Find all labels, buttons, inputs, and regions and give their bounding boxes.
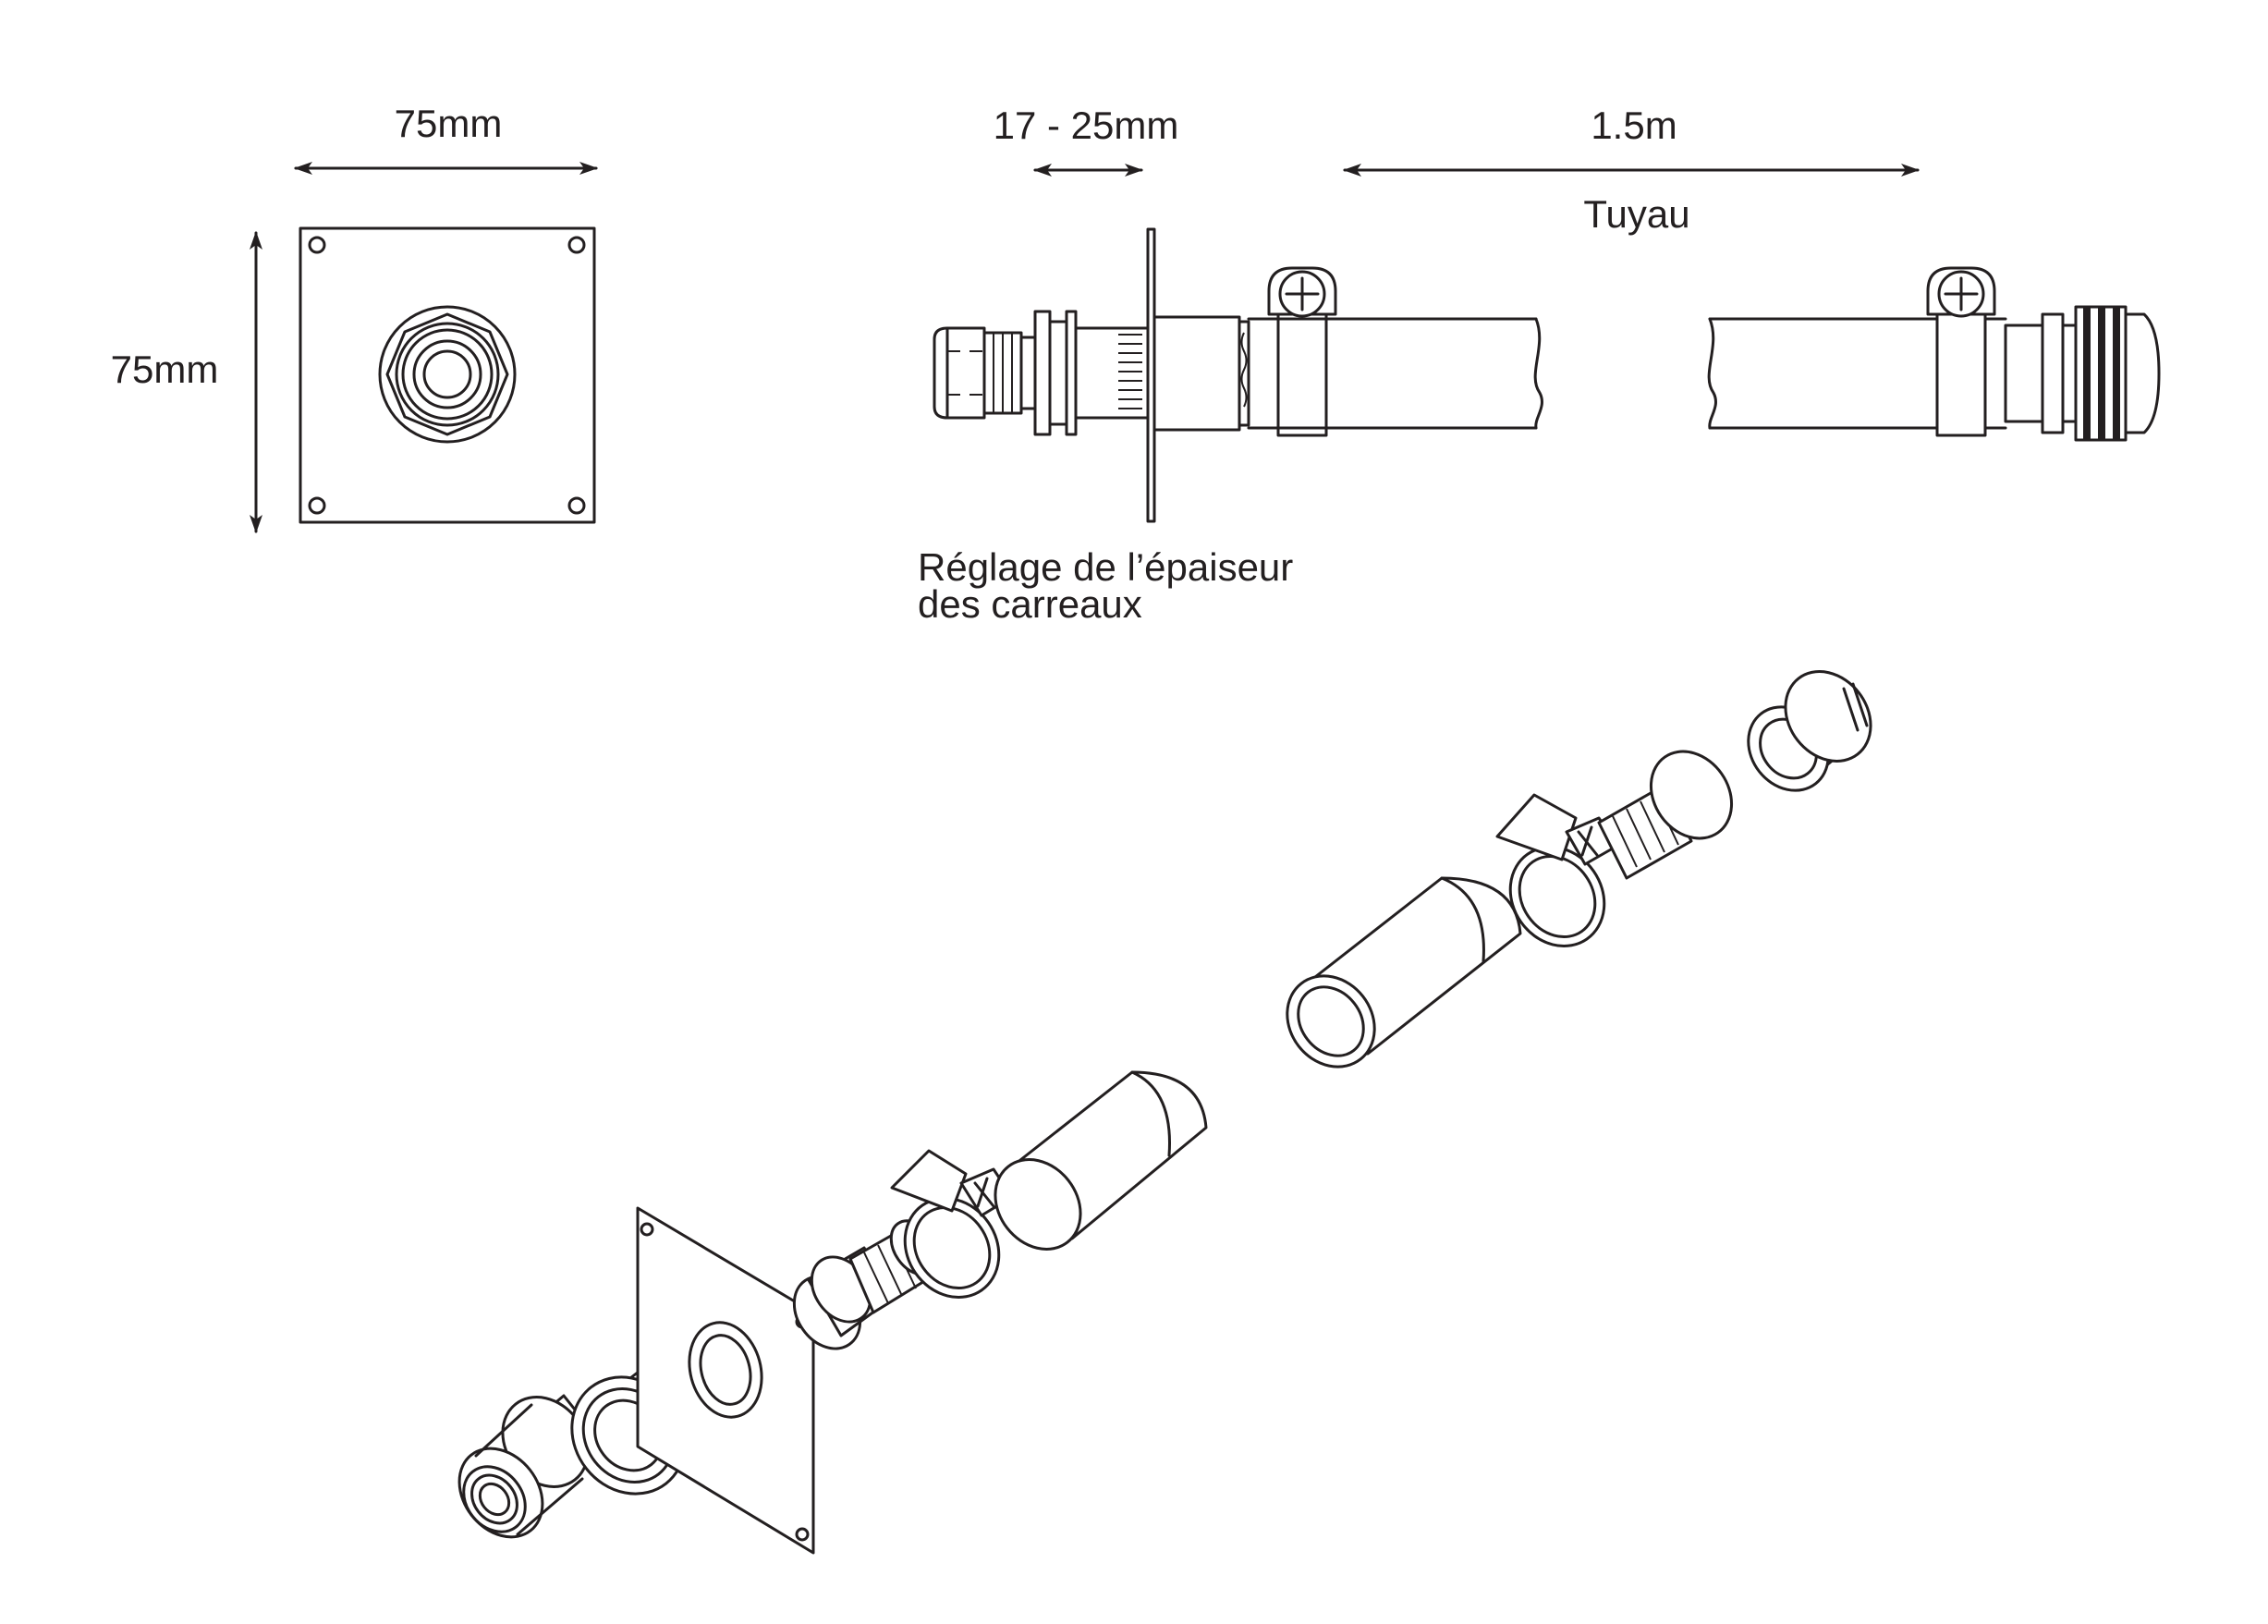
end-fitting-right — [2004, 305, 2161, 442]
exploded-clamp-left — [890, 1149, 1014, 1300]
screw-hole — [308, 496, 326, 515]
hose-clamp-right — [1926, 266, 1996, 437]
hose-clamp-left — [1267, 266, 1337, 437]
cable-gland-side — [933, 310, 1078, 436]
adjust-label-line1: Réglage de l’épaiseur — [918, 545, 1293, 589]
outlet-fitting-front — [378, 305, 517, 444]
width-label: 75mm — [395, 102, 503, 145]
side-view: 17 - 25mm 1.5m Tuyau — [918, 104, 2161, 626]
height-label: 75mm — [111, 348, 219, 391]
exploded-clamp-right — [1495, 793, 1619, 948]
screw-hole — [308, 236, 326, 254]
tile-range-label: 17 - 25mm — [994, 104, 1179, 147]
exploded-cable-gland — [457, 1394, 603, 1539]
mounting-plate-front — [299, 226, 596, 524]
exploded-view — [457, 670, 1872, 1555]
exploded-hose-left — [994, 1070, 1208, 1251]
exploded-hose-right — [1286, 876, 1522, 1068]
exploded-hose-barb-right — [1597, 750, 1734, 880]
exploded-cable-gland-right — [1747, 670, 1872, 792]
front-view: 75mm 75mm — [111, 102, 598, 533]
hose-barb-side — [1152, 315, 1250, 432]
screw-hole — [567, 236, 586, 254]
hose-label: Tuyau — [1583, 192, 1689, 236]
threaded-body-side — [1074, 326, 1150, 420]
exploded-mounting-plate — [636, 1206, 815, 1555]
adjust-label-line2: des carreaux — [918, 582, 1142, 626]
hose-segment-left — [1247, 317, 1543, 430]
screw-hole — [567, 496, 586, 515]
hose-length-label: 1.5m — [1591, 104, 1677, 147]
